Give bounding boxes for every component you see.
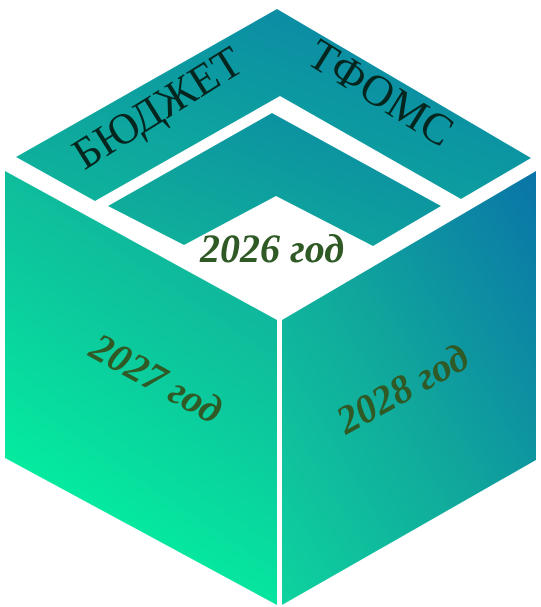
cube-inner-top [108, 113, 441, 246]
cube-left-face [5, 171, 277, 605]
cube-top-face [16, 9, 531, 201]
label-year-2026: 2026 год [199, 226, 344, 271]
cube-right-face [282, 171, 536, 605]
